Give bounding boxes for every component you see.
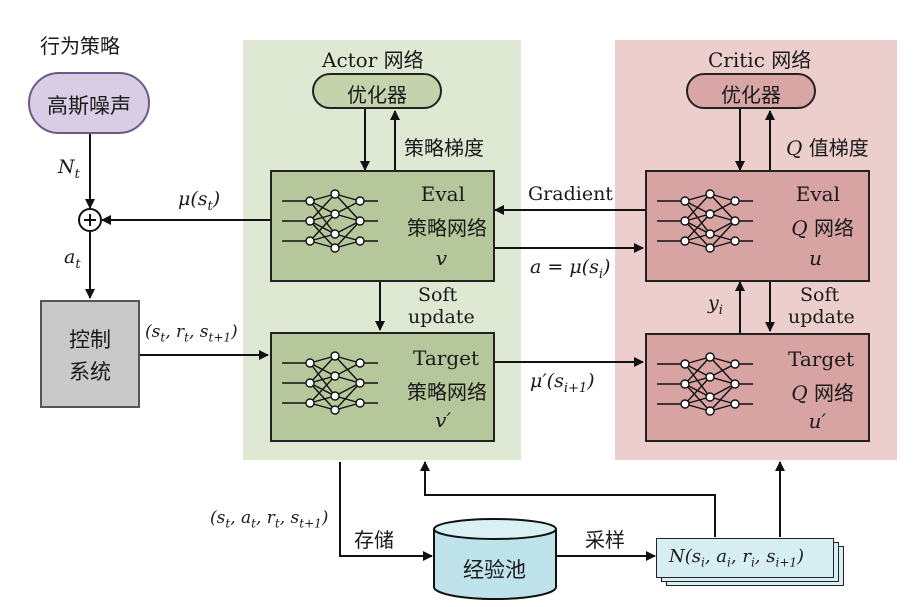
actor-optimizer: 优化器 xyxy=(312,73,442,109)
critic-target-box: Target Q 网络 u′ xyxy=(645,333,870,442)
critic-eval-nn-icon xyxy=(657,189,753,253)
mu-st-label: μ(st) xyxy=(178,188,221,214)
actor-eval-subtitle: 策略网络 xyxy=(407,216,487,240)
control-label-1: 控制 xyxy=(69,328,111,352)
actor-title: Actor 网络 xyxy=(322,48,424,72)
critic-soft-label-1: Soft xyxy=(800,284,840,306)
actor-eval-nn-icon xyxy=(282,189,378,253)
batch-label: N(si, ai, ri, si+1) xyxy=(669,546,805,570)
critic-eval-title: Eval xyxy=(795,182,840,206)
actor-optimizer-label: 优化器 xyxy=(347,83,407,107)
actor-soft-label-2: update xyxy=(408,306,475,328)
actor-eval-title: Eval xyxy=(420,182,465,206)
actor-target-subtitle: 策略网络 xyxy=(407,380,487,404)
critic-title: Critic 网络 xyxy=(708,48,812,72)
replay-buffer-cylinder xyxy=(433,518,557,600)
critic-eval-box: Eval Q 网络 u xyxy=(645,170,870,282)
arrow-store xyxy=(339,462,433,561)
critic-optimizer-label: 优化器 xyxy=(721,83,781,107)
sample-label: 采样 xyxy=(585,528,625,552)
critic-optimizer: 优化器 xyxy=(686,73,816,109)
mu-prime-label: μ′(si+1) xyxy=(530,370,595,396)
critic-target-subtitle: Q 网络 xyxy=(791,381,854,405)
noise-node: 高斯噪声 xyxy=(28,72,150,134)
policy-title: 行为策略 xyxy=(40,34,120,58)
control-label-2: 系统 xyxy=(69,360,111,384)
critic-target-title: Target xyxy=(788,347,854,371)
actor-eval-symbol: v xyxy=(435,246,447,270)
actor-target-nn-icon xyxy=(282,351,378,415)
store-tuple-label: (st, at, rt, st+1) xyxy=(210,508,329,531)
critic-eval-subtitle: Q 网络 xyxy=(791,216,854,240)
store-label: 存储 xyxy=(354,528,394,552)
replay-label: 经验池 xyxy=(463,558,526,582)
action-symbol: at xyxy=(64,246,81,272)
yi-label: yi xyxy=(708,292,723,318)
arrow-batch-actor xyxy=(420,461,716,537)
actor-eval-box: Eval 策略网络 v xyxy=(270,170,495,282)
critic-target-symbol: u′ xyxy=(808,409,826,433)
actor-soft-label-1: Soft xyxy=(418,284,458,306)
batch-box: N(si, ai, ri, si+1) xyxy=(656,538,834,578)
actor-target-symbol: v′ xyxy=(435,408,451,432)
a-mu-label: a = μ(si) xyxy=(530,256,611,282)
policy-gradient-label: 策略梯度 xyxy=(404,136,484,160)
actor-target-box: Target 策略网络 v′ xyxy=(270,332,495,442)
critic-target-nn-icon xyxy=(657,352,753,416)
transition-label: (st, rt, st+1) xyxy=(145,322,238,345)
gradient-label: Gradient xyxy=(528,183,613,205)
noise-label: 高斯噪声 xyxy=(47,94,131,118)
actor-target-title: Target xyxy=(413,346,479,370)
critic-soft-label-2: update xyxy=(788,306,855,328)
control-system: 控制 系统 xyxy=(40,300,140,408)
critic-eval-symbol: u xyxy=(809,246,822,270)
q-gradient-label: Q 值梯度 xyxy=(786,136,869,160)
noise-symbol: Nt xyxy=(58,156,80,182)
